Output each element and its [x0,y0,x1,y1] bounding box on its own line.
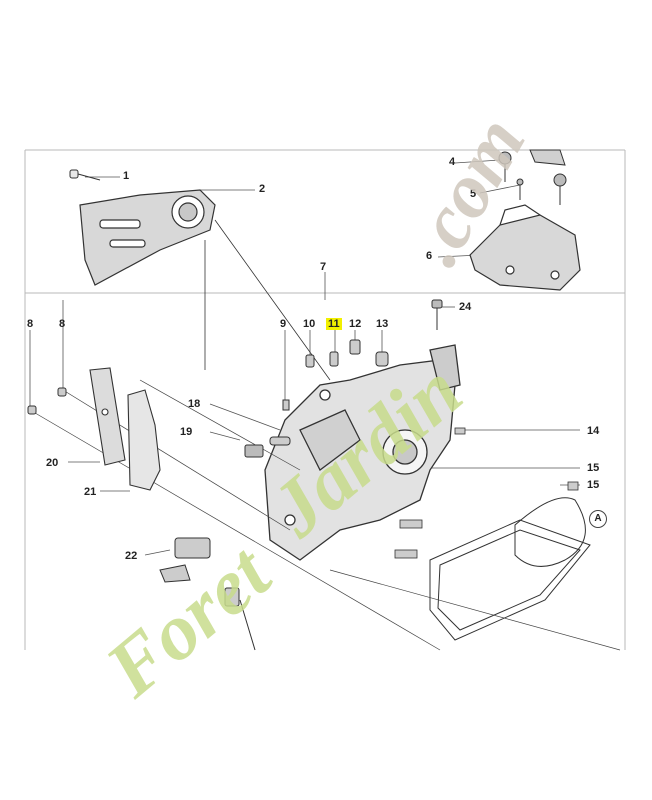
callout-24: 24 [459,301,472,313]
bracket-part-21 [127,389,161,491]
callout-6: 6 [426,250,433,262]
chain-guard-part-2 [79,189,216,286]
callout-19: 19 [180,426,193,438]
callout-9: 9 [280,318,287,330]
callout-21: 21 [84,486,97,498]
bolt-part-1 [69,169,101,181]
callout-7: 7 [320,261,327,273]
cover-part-6 [469,204,581,291]
spring-part-18 [269,436,291,446]
callout-11-highlighted: 11 [326,318,342,330]
screws-part-4-5 [498,151,567,205]
callout-4: 4 [449,156,456,168]
gasket-part-15 [429,519,591,641]
crankcase-part-7 [264,344,461,561]
callout-15-upper: 15 [587,462,600,474]
plate-part-20 [89,367,126,466]
callout-20: 20 [46,457,59,469]
callout-8-right: 8 [59,318,66,330]
switch-part-22 [159,537,256,651]
callout-15-lower: 15 [587,479,600,491]
callout-10: 10 [303,318,316,330]
bolts-row [282,339,389,411]
callout-22: 22 [125,550,138,562]
reference-marker-a: A [589,510,607,528]
callout-12: 12 [349,318,362,330]
callout-18: 18 [188,398,201,410]
callout-8-left: 8 [27,318,34,330]
screw-part-24 [431,299,443,330]
pad-part-19 [244,444,264,458]
bolts-part-8 [27,387,67,415]
callout-2: 2 [259,183,266,195]
callout-1: 1 [123,170,130,182]
callout-13: 13 [376,318,389,330]
callout-14: 14 [587,425,600,437]
callout-5: 5 [470,188,477,200]
gasket-part-a [514,497,586,567]
top-corner-part [529,149,566,166]
